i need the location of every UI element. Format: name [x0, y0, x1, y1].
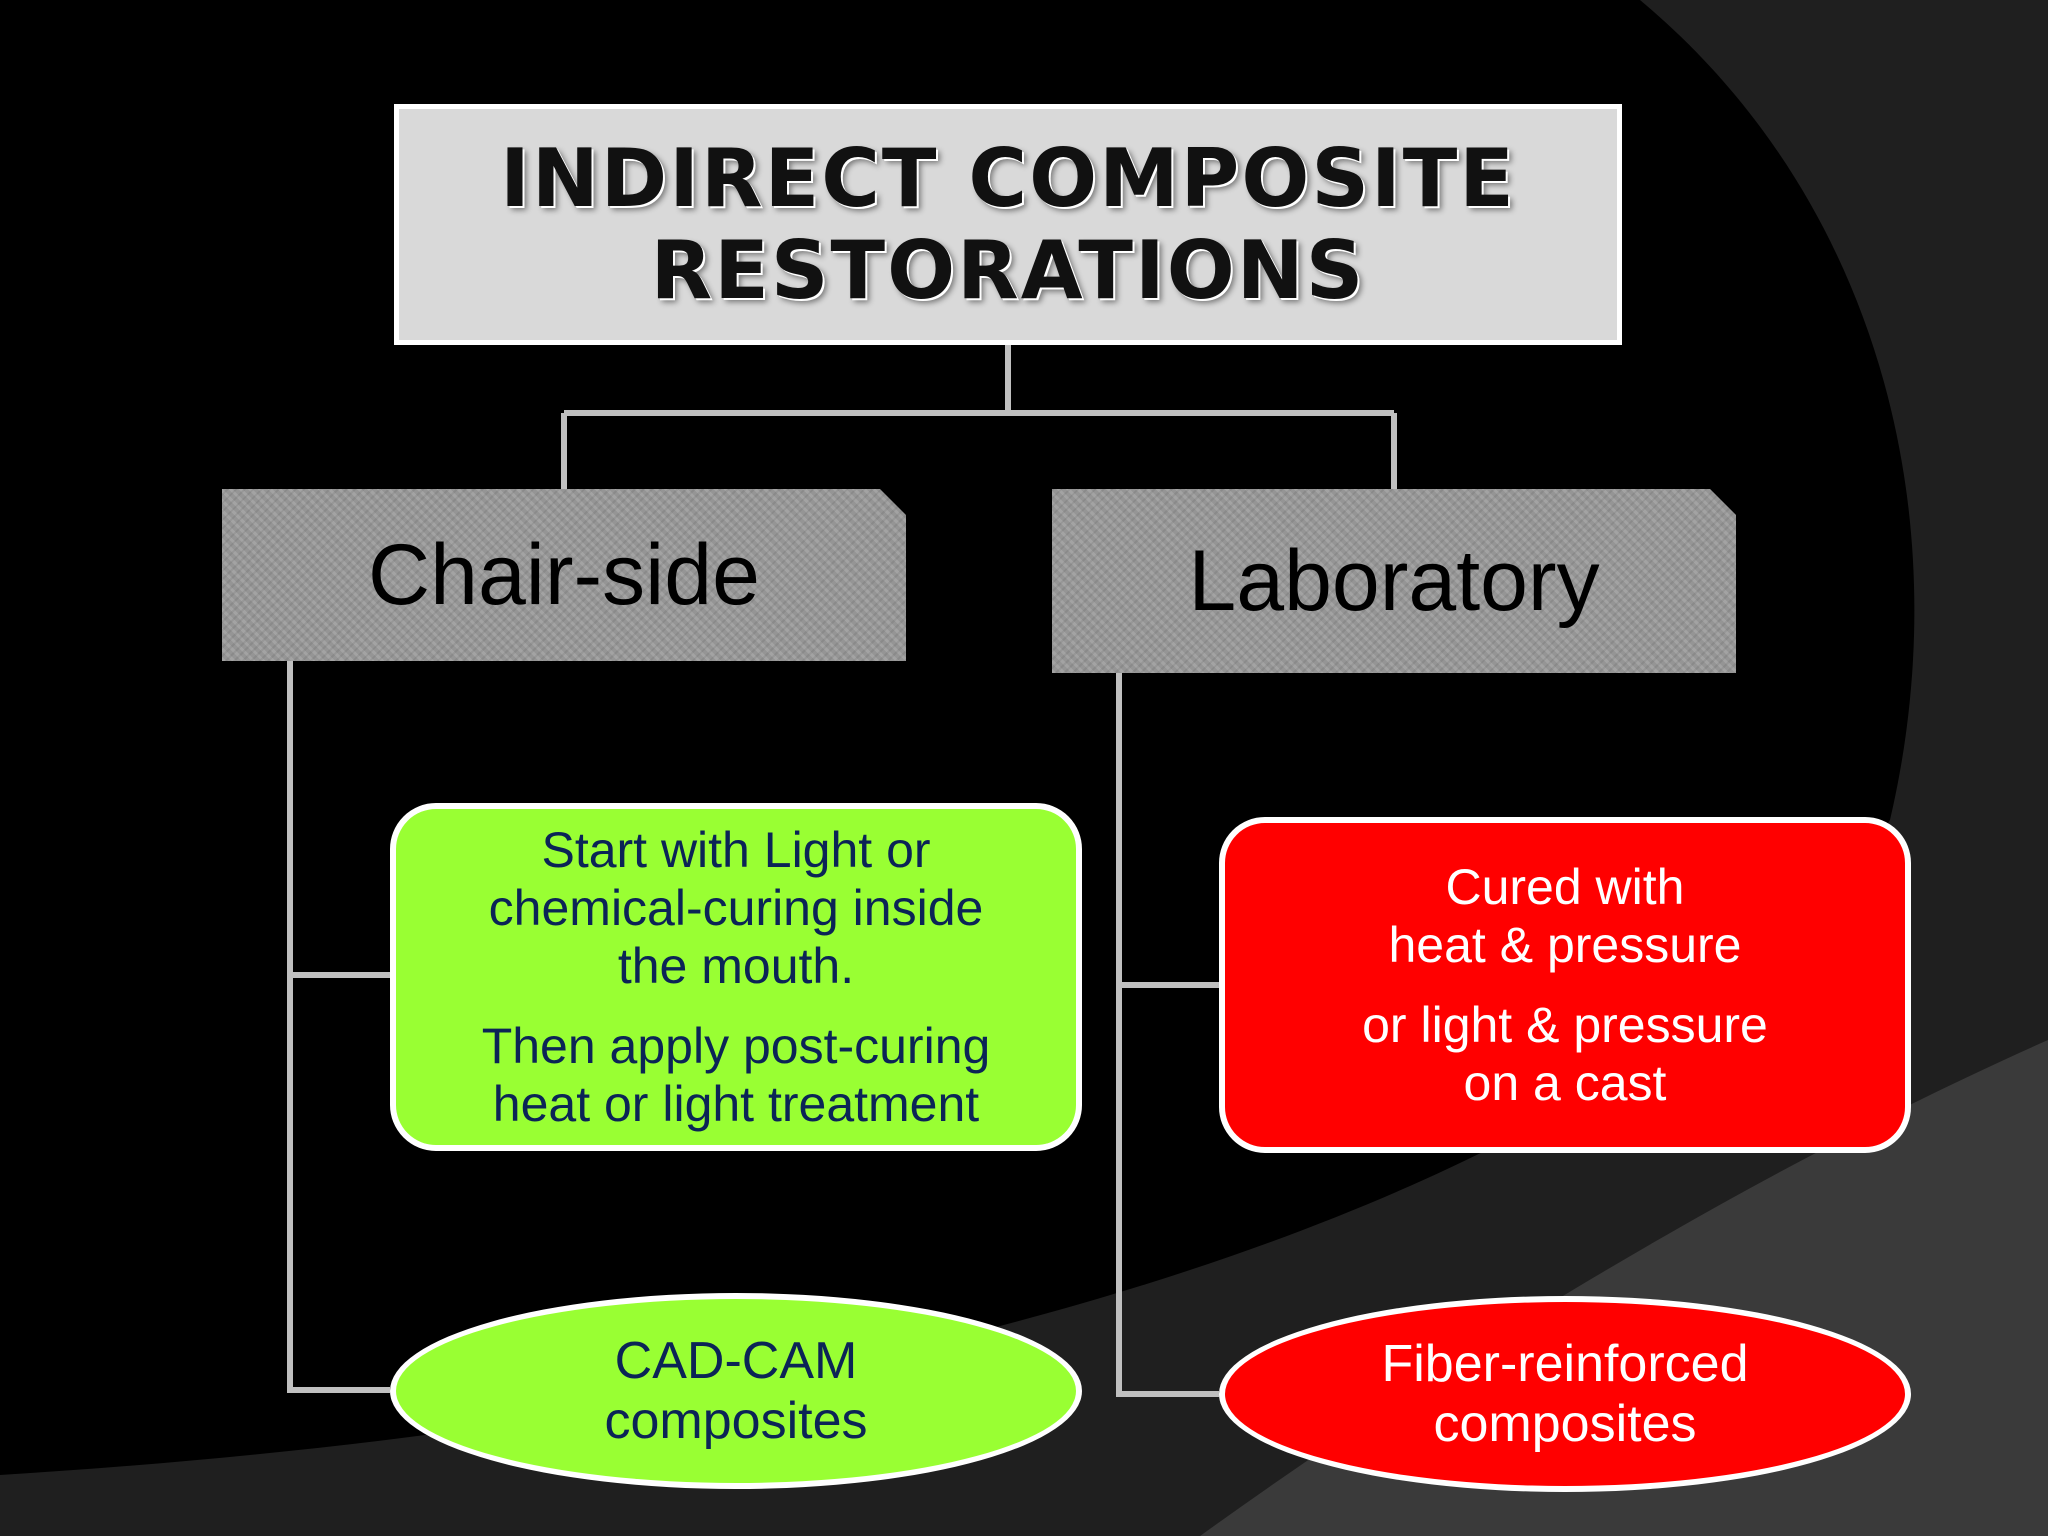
text-line: the mouth. — [617, 938, 855, 994]
laboratory-process-paragraph-1: Cured with heat & pressure — [1389, 858, 1742, 974]
laboratory-type-oval: Fiber-reinforced composites — [1219, 1296, 1911, 1492]
category-chairside: Chair-side — [222, 489, 906, 661]
root-title-line-1: INDIRECT COMPOSITE — [500, 131, 1516, 225]
text-line: Start with Light or — [541, 822, 931, 878]
text-line: heat & pressure — [1388, 917, 1742, 973]
text-line: CAD-CAM — [614, 1332, 858, 1390]
root-title-line-2: RESTORATIONS — [650, 223, 1366, 317]
text-line: composites — [604, 1392, 868, 1450]
connector-chairside-spine — [287, 661, 390, 1393]
category-chairside-label: Chair-side — [368, 526, 760, 623]
category-laboratory-label: Laboratory — [1188, 532, 1600, 629]
laboratory-process-box: Cured with heat & pressure or light & pr… — [1219, 817, 1911, 1153]
text-line: Fiber-reinforced — [1381, 1335, 1749, 1393]
text-line: Then apply post-curing — [481, 1018, 991, 1074]
text-line: or light & pressure — [1362, 997, 1768, 1053]
text-line: composites — [1433, 1395, 1697, 1453]
chairside-type-oval: CAD-CAM composites — [390, 1293, 1082, 1489]
laboratory-process-paragraph-2: or light & pressure on a cast — [1362, 996, 1768, 1112]
text-line: Cured with — [1445, 859, 1685, 915]
text-line: on a cast — [1463, 1055, 1667, 1111]
connectors — [287, 345, 1397, 1397]
chairside-process-paragraph-2: Then apply post-curing heat or light tre… — [482, 1017, 991, 1133]
chairside-process-paragraph-1: Start with Light or chemical-curing insi… — [489, 821, 984, 995]
text-line: chemical-curing inside — [488, 880, 984, 936]
category-laboratory: Laboratory — [1052, 489, 1736, 673]
chairside-process-box: Start with Light or chemical-curing insi… — [390, 803, 1082, 1151]
connector-laboratory-spine — [1116, 673, 1219, 1397]
text-line: heat or light treatment — [492, 1076, 980, 1132]
root-title-box: INDIRECT COMPOSITE RESTORATIONS — [394, 104, 1622, 345]
